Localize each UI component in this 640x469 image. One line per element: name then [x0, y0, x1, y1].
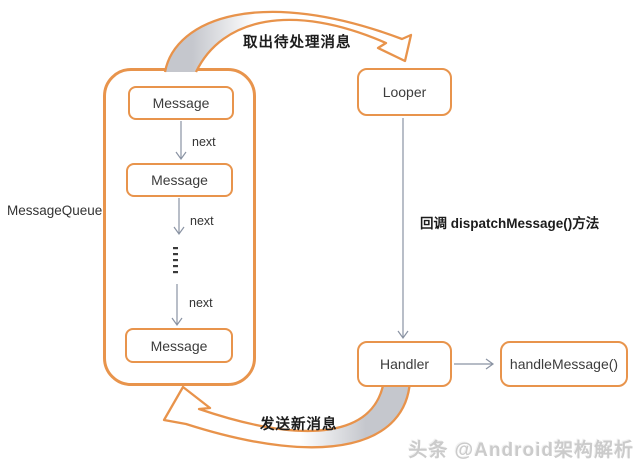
send-edge-label: 发送新消息 [260, 417, 338, 433]
handler-to-handlemessage-arrow [454, 358, 495, 370]
message-queue-label: MessageQueue [7, 203, 103, 218]
handler-node: Handler [357, 341, 452, 387]
message-node-2-label: Message [151, 172, 208, 188]
message-node-3: Message [125, 328, 233, 363]
watermark-text: 头条 @Android架构解析 [408, 440, 634, 461]
next-arrow-1 [175, 121, 187, 161]
handler-node-label: Handler [379, 356, 430, 372]
next-label-1: next [192, 135, 216, 149]
next-arrow-3 [171, 284, 183, 327]
dispatch-edge-label: 回调 dispatchMessage()方法 [420, 216, 600, 231]
queue-ellipsis-icon [173, 247, 178, 274]
message-node-3-label: Message [150, 337, 208, 354]
looper-to-handler-arrow [397, 118, 409, 340]
looper-node: Looper [357, 68, 452, 116]
looper-node-label: Looper [382, 84, 427, 100]
message-node-2: Message [126, 163, 233, 197]
dequeue-edge-label: 取出待处理消息 [243, 35, 352, 51]
send-arrow [162, 379, 412, 449]
message-node-1: Message [128, 86, 234, 120]
handle-message-node: handleMessage() [500, 341, 628, 387]
handle-message-node-label: handleMessage() [509, 356, 619, 372]
message-node-1-label: Message [152, 95, 210, 111]
dequeue-arrow [163, 10, 413, 73]
next-label-2: next [190, 214, 214, 228]
next-arrow-2 [173, 198, 185, 236]
next-label-3: next [189, 296, 213, 310]
